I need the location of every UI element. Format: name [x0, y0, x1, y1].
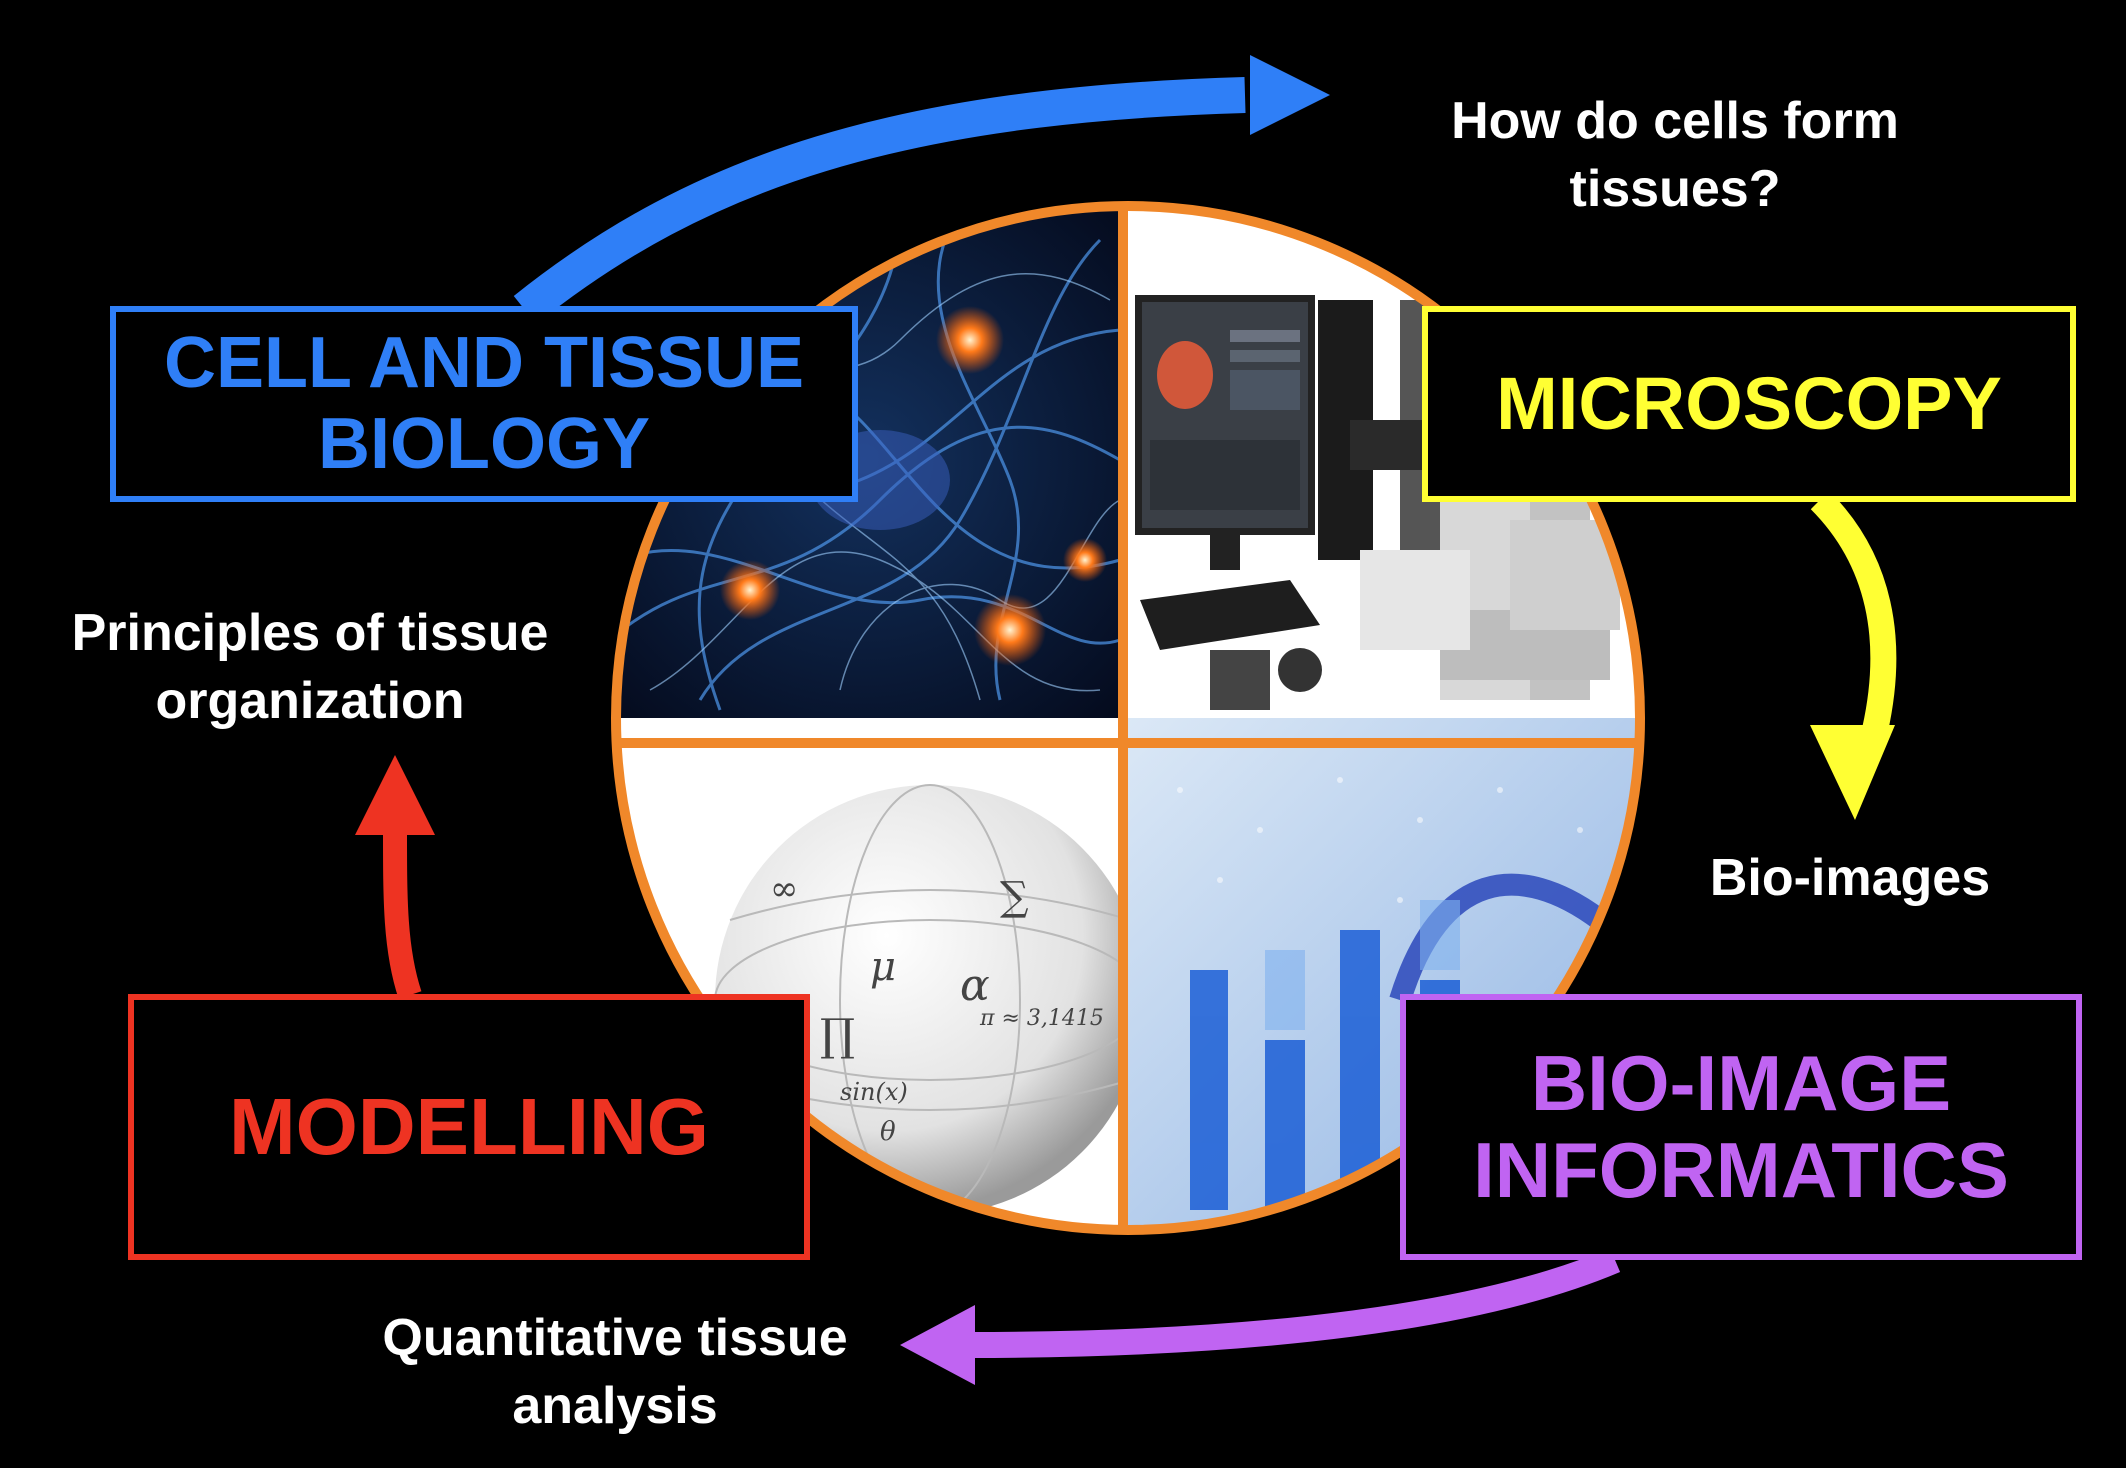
sphere-formula: ∞: [770, 869, 798, 909]
note-line: Principles of tissue: [71, 604, 549, 662]
note-line: How do cells form: [1451, 92, 1899, 150]
sphere-formula: π ≈ 3,1415: [979, 1006, 1104, 1031]
cell-tissue-biology-line1: CELL AND TISSUE: [163, 323, 805, 404]
note-line: Quantitative tissue: [382, 1309, 848, 1367]
note-quantitative-tissue-analysis: Quantitative tissue analysis: [310, 1305, 920, 1440]
bio-image-informatics-line1: BIO-IMAGE: [1530, 1038, 1952, 1127]
sphere-formula: sin(x): [840, 1078, 908, 1106]
arrow-informatics-to-modelling: [900, 1248, 1621, 1385]
center-ring: [611, 201, 1645, 1235]
modelling-label: MODELLING: [229, 1082, 709, 1172]
note-line: analysis: [512, 1376, 718, 1435]
note-line: organization: [155, 671, 465, 730]
sphere-formula: α: [960, 960, 990, 1011]
microscopy-box: MICROSCOPY: [1422, 306, 2076, 502]
arrow-microscopy-to-informatics: [1810, 490, 1897, 820]
bio-image-informatics-line2: INFORMATICS: [1473, 1126, 2009, 1214]
modelling-box: MODELLING: [128, 994, 810, 1260]
note-bio-images: Bio-images: [1640, 845, 2060, 913]
note-how-do-cells-form-tissues: How do cells form tissues?: [1360, 88, 1990, 223]
arrow-modelling-to-biology: [355, 755, 435, 999]
note-line: Bio-images: [1709, 849, 1991, 907]
microscopy-label: MICROSCOPY: [1496, 361, 2002, 445]
sphere-formula: θ: [880, 1117, 896, 1147]
note-line: tissues?: [1569, 159, 1781, 218]
sphere-formula: μ: [870, 944, 896, 990]
cell-tissue-biology-box: CELL AND TISSUE BIOLOGY: [110, 306, 858, 502]
cell-tissue-biology-line2: BIOLOGY: [317, 404, 650, 484]
arrow-biology-to-microscopy: [513, 55, 1330, 325]
sphere-formula: ∏: [820, 1010, 855, 1061]
math-sphere-image: α μ π ≈ 3,1415 sin(x) ∑ ∏ θ ∞: [616, 718, 1146, 1230]
bio-image-informatics-box: BIO-IMAGE INFORMATICS: [1400, 994, 2082, 1260]
note-principles-of-tissue-organization: Principles of tissue organization: [10, 600, 610, 735]
sphere-formula: ∑: [1000, 874, 1029, 920]
